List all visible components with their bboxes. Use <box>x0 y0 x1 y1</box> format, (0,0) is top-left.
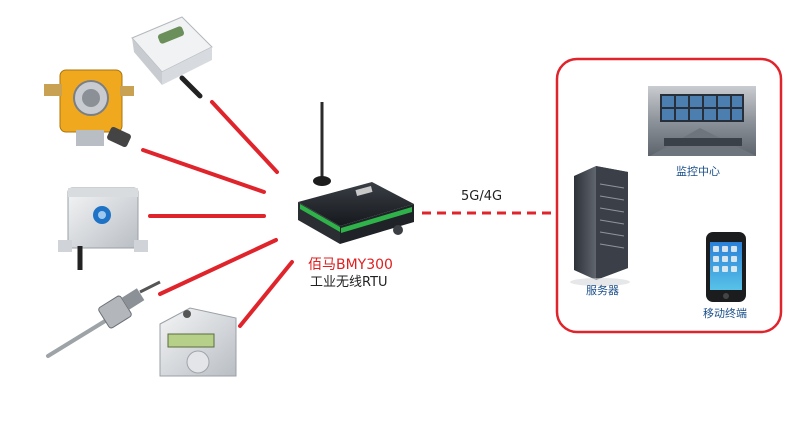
link-probe-sensor <box>158 238 278 296</box>
link-wall-sensor <box>210 100 279 174</box>
monitoring-center-icon <box>648 86 756 156</box>
mobile-terminal-label: 移动终端 <box>703 307 747 320</box>
link-gas-detector <box>141 148 266 194</box>
server-label: 服务器 <box>586 284 619 297</box>
monitoring-center-label: 监控中心 <box>676 165 720 178</box>
temperature-humidity-sensor-icon <box>58 187 148 270</box>
server-icon <box>570 166 630 286</box>
rtu-subtitle-label: 工业无线RTU <box>310 275 388 290</box>
display-sensor-icon <box>159 307 237 377</box>
sensor-links <box>141 100 294 328</box>
mobile-phone-icon <box>706 232 746 302</box>
link-display-sensor <box>238 260 294 328</box>
wireless-link-label: 5G/4G <box>461 189 503 204</box>
wall-mount-sensor-icon <box>131 16 213 99</box>
probe-sensor-icon <box>46 280 161 358</box>
rtu-name-label: 佰马BMY300 <box>308 257 393 273</box>
gas-detector-icon <box>44 69 134 148</box>
rtu-device-icon <box>298 102 414 244</box>
